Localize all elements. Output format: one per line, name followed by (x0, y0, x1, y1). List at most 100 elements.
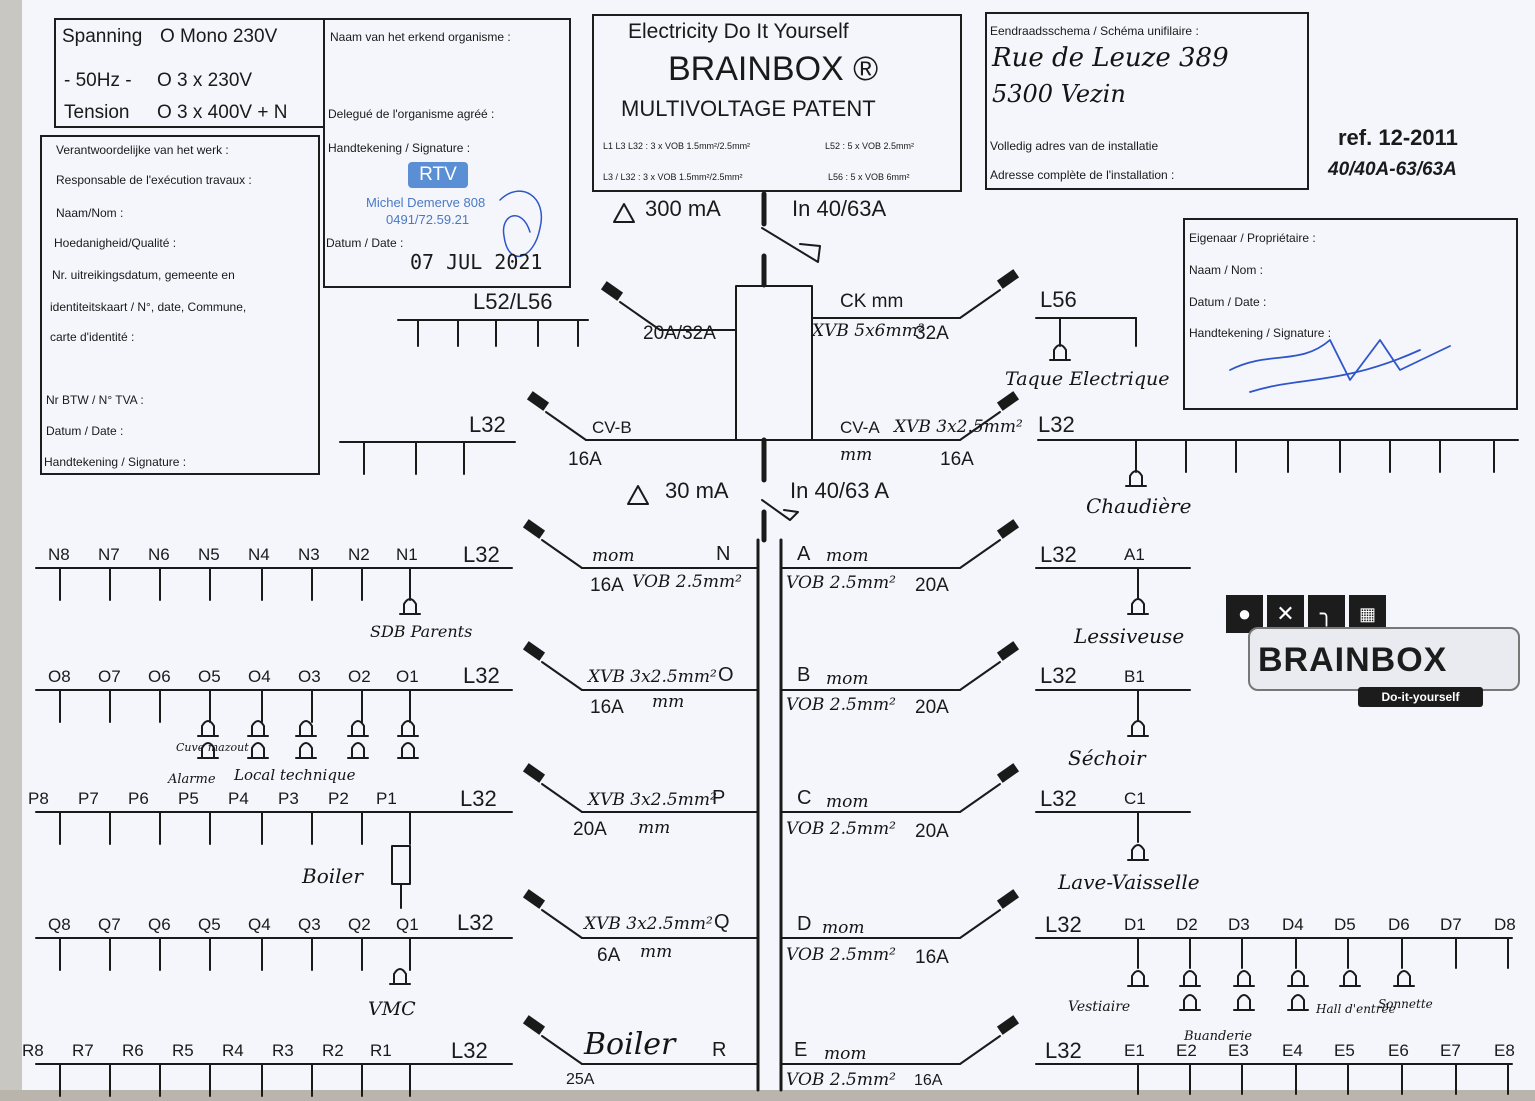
cva-breaker-handle (996, 391, 1020, 411)
responsible-line: Responsable de l'exécution travaux : (56, 173, 252, 187)
right-breaker-lever (959, 1035, 1001, 1065)
left-breaker-lever (541, 539, 583, 569)
terminal-label: E5 (1334, 1041, 1355, 1060)
terminal-label: O3 (298, 667, 321, 686)
breaker-rating: 16A (915, 947, 949, 968)
load-lessiveuse: Lessiveuse (1074, 624, 1185, 648)
terminal-label: E1 (1124, 1041, 1145, 1060)
voltage-option-3x400: O 3 x 400V + N (157, 102, 288, 123)
terminal-label: O5 (198, 667, 221, 686)
responsible-line: identiteitskaart / N°, date, Commune, (50, 300, 247, 314)
breaker-letter: C (797, 787, 812, 809)
terminal-label: D6 (1388, 915, 1410, 934)
breaker-cable: VOB 2.5mm² (632, 572, 742, 592)
terminal-label: Q2 (348, 915, 371, 934)
right-breaker-lever (959, 783, 1001, 813)
terminal-label: O4 (248, 667, 271, 686)
terminal-label: Q4 (248, 915, 271, 934)
cva-cable: XVB 3x2.5mm² (894, 417, 1023, 437)
bus-label: L32 (451, 1038, 488, 1063)
address-line2: 5300 Vezin (992, 80, 1126, 108)
triangle-300ma (613, 203, 635, 223)
socket-o (197, 720, 219, 737)
socket-o-lower (247, 742, 269, 759)
organism-signature-label: Handtekening / Signature : (328, 141, 471, 155)
cva-breaker-lever (959, 411, 1001, 441)
responsible-line: Nr. uitreikingsdatum, gemeente en (52, 268, 235, 282)
breaker-letter: A (797, 543, 811, 565)
right-breaker-handle (996, 519, 1020, 539)
responsible-box (40, 135, 320, 475)
stamp-logo: RTV (408, 162, 468, 188)
tools-icon: ✕ (1267, 595, 1304, 633)
title-brand: BRAINBOX ® (668, 50, 879, 88)
socket-d (1233, 970, 1255, 987)
terminal-label: R1 (370, 1041, 392, 1060)
socket-o (247, 720, 269, 737)
socket-chaudiere (1125, 470, 1147, 487)
rcd-30ma-contact (761, 499, 799, 521)
cva-circuit-label: CV-A (840, 418, 880, 437)
terminal-label: N1 (396, 545, 418, 564)
socket-o-lower (197, 742, 219, 759)
owner-line: Eigenaar / Propriétaire : (1189, 231, 1316, 245)
terminal-label: D4 (1282, 915, 1304, 934)
address-label-fr: Adresse complète de l'installation : (990, 168, 1175, 182)
title-legend-3: L3 / L32 : 3 x VOB 1.5mm²/2.5mm² (603, 172, 743, 182)
breaker-cable: VOB 2.5mm² (786, 573, 896, 593)
breaker-marks: mom (592, 546, 635, 566)
terminal-label: E7 (1440, 1041, 1461, 1060)
address-label-nl: Volledig adres van de installatie (990, 139, 1159, 153)
socket-o-lower (295, 742, 317, 759)
terminal-label: D1 (1124, 915, 1146, 934)
socket-o (295, 720, 317, 737)
breaker-marks: mom (826, 546, 869, 566)
bus-label-l52-l56: L52/L56 (473, 289, 553, 314)
left-breaker-handle (522, 519, 546, 539)
bus-label-l56: L56 (1040, 287, 1077, 312)
voltage-option-mono: O Mono 230V (160, 26, 278, 47)
terminal-label: P4 (228, 789, 249, 808)
breaker-marks: mom (824, 1044, 867, 1064)
terminal-label: N3 (298, 545, 320, 564)
terminal-label: Q5 (198, 915, 221, 934)
title-line1: Electricity Do It Yourself (628, 20, 849, 43)
cvb-breaker-lever (545, 411, 587, 441)
terminal-label: N4 (248, 545, 270, 564)
terminal-label: A1 (1124, 545, 1145, 564)
socket-d (1287, 970, 1309, 987)
triangle-30ma (627, 485, 649, 505)
left-breaker-lever (541, 661, 583, 691)
load-sdb-parents: SDB Parents (370, 622, 473, 641)
load-sonnette: Sonnette (1378, 997, 1433, 1011)
right-breaker-lever (959, 661, 1001, 691)
bus-label: L32 (1045, 1038, 1082, 1063)
stamp-name: Michel Demerve 808 (366, 195, 486, 210)
terminal-label: R8 (22, 1041, 44, 1060)
owner-line: Naam / Nom : (1189, 263, 1264, 277)
breaker-rating: 16A (590, 575, 624, 596)
left-breaker-lever (541, 909, 583, 939)
terminal-label: E2 (1176, 1041, 1197, 1060)
terminal-label: D3 (1228, 915, 1250, 934)
rcd-30ma-rating: In 40/63 A (790, 478, 890, 503)
socket-d-lower (1233, 994, 1255, 1011)
title-legend-2: L52 : 5 x VOB 2.5mm² (825, 141, 915, 151)
organism-delegate-label: Delegué de l'organisme agréé : (328, 107, 495, 121)
breaker-cable: XVB 3x2.5mm² (584, 914, 713, 934)
terminal-label: R6 (122, 1041, 144, 1060)
load-sechoir: Séchoir (1068, 746, 1146, 770)
owner-line: Datum / Date : (1189, 295, 1267, 309)
organism-date-value: 07 JUL 2021 (410, 250, 543, 274)
boiler-symbol (391, 845, 411, 885)
brainbox-logo: ● ✕ ╮ ▦ BRAINBOX Do-it-yourself (1226, 595, 1522, 711)
l52-breaker-handle (600, 281, 624, 301)
terminal-label: Q7 (98, 915, 121, 934)
bus-label: L32 (1040, 542, 1077, 567)
title-legend-4: L56 : 5 x VOB 6mm² (828, 172, 910, 182)
terminal-label: N5 (198, 545, 220, 564)
ck-breaker-handle (996, 269, 1020, 289)
breaker-rating: 20A (915, 821, 949, 842)
logo-name: BRAINBOX (1258, 641, 1448, 679)
